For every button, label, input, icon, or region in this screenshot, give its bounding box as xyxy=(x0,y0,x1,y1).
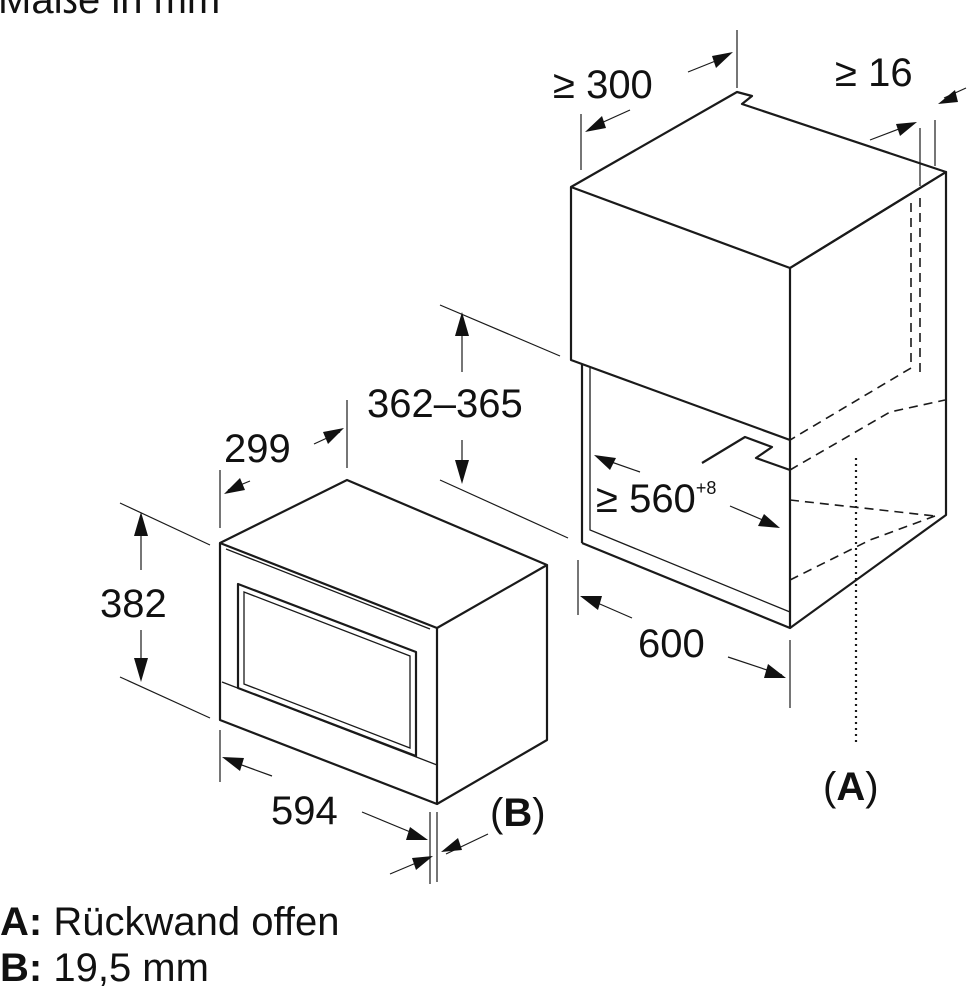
appliance-drawing xyxy=(218,478,549,806)
cabinet-hidden-floor3 xyxy=(789,515,936,581)
appliance-side xyxy=(436,565,549,805)
dim-side-gap: ≥ 16 xyxy=(835,51,913,95)
legend-key-a: A: xyxy=(0,900,43,944)
cabinet-upper-top xyxy=(570,90,948,269)
appliance-frame-inner xyxy=(225,548,431,630)
marker-a: (A) xyxy=(823,765,879,809)
dim-niche-width-tolerance: +8 xyxy=(696,478,717,498)
niche-inner-left xyxy=(589,368,791,613)
marker-b: (B) xyxy=(490,791,546,835)
dim-niche-width-base: ≥ 560 xyxy=(596,477,696,521)
cabinet-hidden-floor xyxy=(789,399,946,471)
arrowheads xyxy=(134,52,958,870)
cabinet-right-side xyxy=(789,170,948,629)
dim-appliance-height: 382 xyxy=(100,582,167,626)
cabinet-hidden-back xyxy=(789,203,912,441)
legend-item-b: B: 19,5 mm xyxy=(0,946,209,990)
cabinet-hidden-floor2 xyxy=(789,499,936,517)
legend-text-a: Rückwand offen xyxy=(53,900,340,944)
cabinet-drawing xyxy=(569,90,948,745)
title-units: Maße in mm xyxy=(0,0,221,22)
legend-text-b: 19,5 mm xyxy=(53,946,209,990)
dim-cabinet-width: 600 xyxy=(638,622,705,666)
cabinet-upper-front xyxy=(569,185,792,442)
dim-niche-height: 362–365 xyxy=(367,382,523,426)
dim-appliance-depth: 299 xyxy=(224,427,291,471)
legend-key-b: B: xyxy=(0,946,43,990)
dim-niche-depth: ≥ 300 xyxy=(553,63,653,107)
dim-appliance-width: 594 xyxy=(271,789,338,833)
appliance-front xyxy=(218,541,439,806)
dim-niche-width: ≥ 560+8 xyxy=(596,477,716,521)
niche-bottom-front xyxy=(581,440,792,630)
legend-item-a: A: Rückwand offen xyxy=(0,900,339,944)
appliance-top xyxy=(219,478,549,629)
appliance-window-inner xyxy=(243,591,411,749)
niche-shelf-edge xyxy=(701,435,791,472)
appliance-window xyxy=(236,582,418,758)
appliance-control-strip xyxy=(221,681,438,766)
